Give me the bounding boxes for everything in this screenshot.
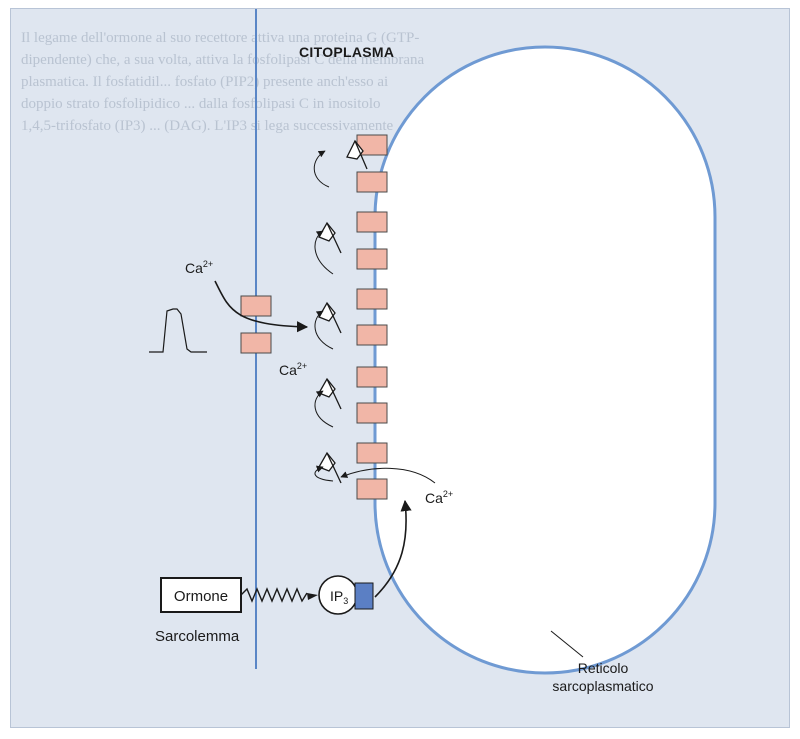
diagram-frame: Il legame dell'ormone al suo recettore a… [10, 8, 790, 728]
hormone-box [160, 577, 242, 613]
calcium-influx-arrow [214, 280, 309, 333]
zigzag-arrowhead [307, 593, 318, 600]
sr-channel [356, 478, 388, 500]
svg-text:Ca2+: Ca2+ [279, 361, 307, 378]
ip3-label: IP [330, 588, 343, 604]
calcium-label-influx: Ca [185, 260, 203, 276]
sr-channel [356, 288, 388, 310]
svg-text:Ca2+: Ca2+ [185, 259, 213, 276]
sarcoplasmic-reticulum [373, 45, 717, 675]
ip3-subscript: 3 [343, 596, 348, 606]
faded-background-text: Il legame dell'ormone al suo recettore a… [21, 30, 425, 134]
calcium-label-cytosol: Ca [279, 362, 297, 378]
calcium-signaling-diagram: Ormone IP3 CITOPLASMA Ca2+ Ca2+ Ca2+ Sar… [149, 9, 717, 694]
receptor-flag-icon [318, 451, 336, 472]
sr-channel [356, 211, 388, 233]
sarcolemma-channel [240, 295, 272, 317]
ip3-release-arrow [374, 499, 412, 598]
sr-channel [356, 248, 388, 270]
cytoplasm-label: CITOPLASMA [299, 44, 394, 60]
sarcolemma-label: Sarcolemma [155, 628, 240, 645]
calcium-label-release: Ca [425, 490, 443, 506]
sr-channel [356, 171, 388, 193]
ip3-receptor [354, 582, 374, 610]
receptor-flag-icon [318, 377, 336, 398]
sr-channel [356, 366, 388, 388]
sr-leader-line [550, 630, 584, 658]
hormone-label: Ormone [174, 588, 228, 605]
release-arrows [313, 150, 436, 484]
calcium-charge: 2+ [443, 489, 453, 499]
svg-text:IP3: IP3 [330, 588, 348, 606]
calcium-charge: 2+ [297, 361, 307, 371]
svg-text:Ca2+: Ca2+ [425, 489, 453, 506]
signal-zigzag [240, 587, 308, 603]
calcium-charge: 2+ [203, 259, 213, 269]
sr-channel [356, 324, 388, 346]
action-potential-trace [149, 308, 207, 353]
sr-channels [356, 134, 388, 500]
sr-label-line1: Reticolo [578, 660, 629, 676]
sarcolemma-channel [240, 332, 272, 354]
sr-label-line2: sarcoplasmatico [552, 678, 653, 694]
sr-channel [356, 442, 388, 464]
sr-channel [356, 402, 388, 424]
receptor-flag-icon [346, 139, 364, 160]
